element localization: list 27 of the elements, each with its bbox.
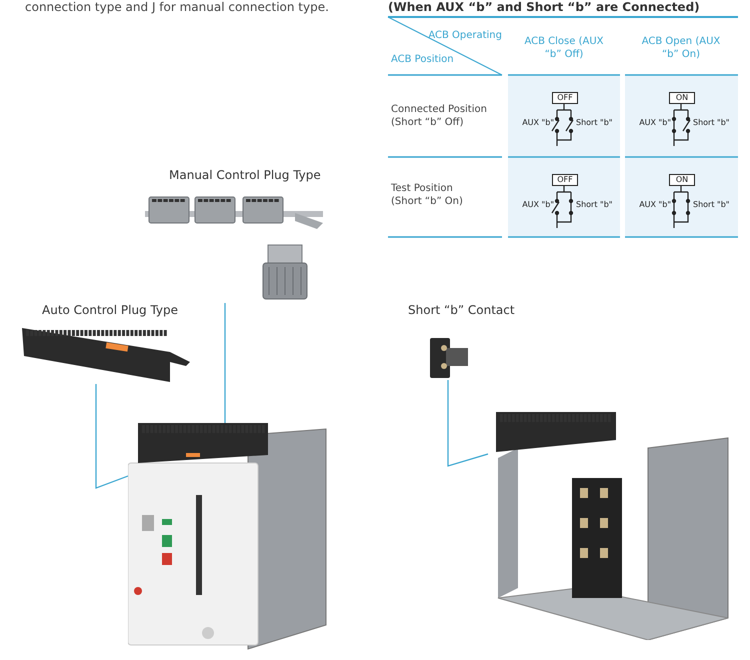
part-caption: Manual Control Plug Type xyxy=(169,168,321,183)
column-header: ACB Open (AUX “b” On) xyxy=(641,36,721,61)
switch-label: AUX "b" xyxy=(638,200,671,210)
leader-line xyxy=(447,380,488,467)
part-caption: Auto Control Plug Type xyxy=(42,303,178,318)
switch-label: Short "b" xyxy=(576,200,614,210)
part-caption: Short “b” Contact xyxy=(408,303,515,318)
status-indicator: ON xyxy=(669,92,695,104)
switch-label: Short "b" xyxy=(693,118,730,128)
leader-line xyxy=(95,384,128,489)
status-indicator: OFF xyxy=(552,92,578,104)
column-header: ACB Close (AUX “b” Off) xyxy=(524,36,604,61)
switch-label: Short "b" xyxy=(576,118,614,128)
row-axis-label: ACB Position xyxy=(391,54,455,66)
switch-label: AUX "b" xyxy=(638,118,671,128)
switch-label: AUX "b" xyxy=(521,118,554,128)
row-header: Test Position (Short “b” On) xyxy=(391,183,464,208)
table-heading: (When AUX “b” and Short “b” are Connected) xyxy=(388,0,701,15)
column-axis-label: ACB Operating xyxy=(427,30,502,42)
switch-label: Short "b" xyxy=(693,200,730,210)
intro-text: connection type and J for manual connection type. xyxy=(25,0,330,15)
contact-block-drawing xyxy=(428,336,470,380)
status-indicator: ON xyxy=(669,174,695,186)
row-header: Connected Position (Short “b” Off) xyxy=(391,104,488,129)
status-indicator: OFF xyxy=(552,174,578,186)
leader-line xyxy=(224,303,226,425)
switch-label: AUX "b" xyxy=(521,200,554,210)
